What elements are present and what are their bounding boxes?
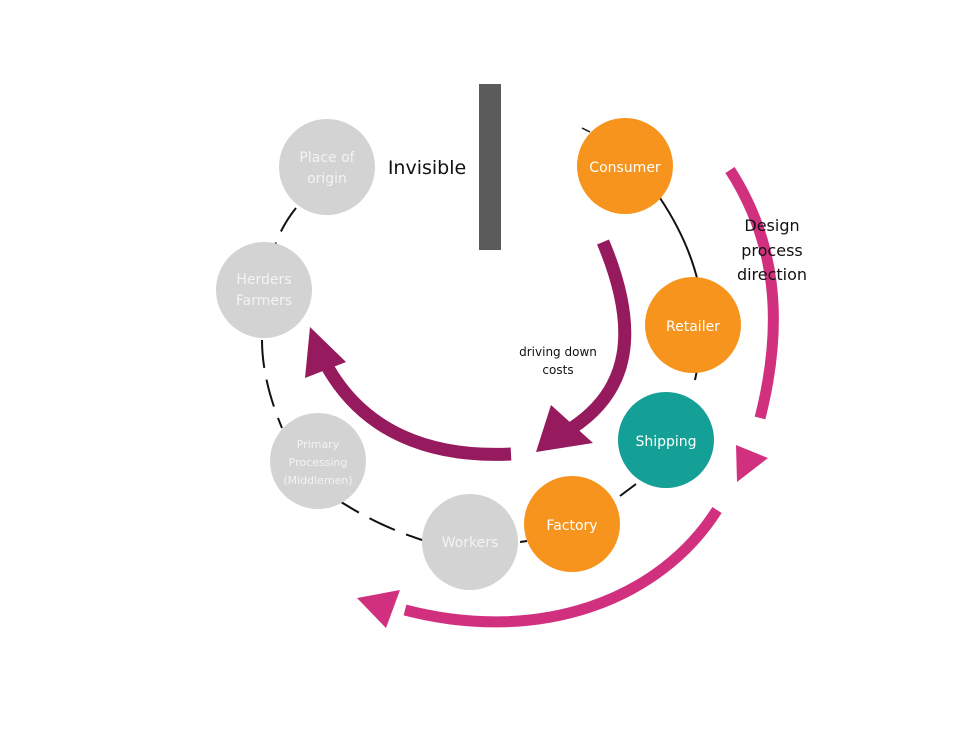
design-direction-label-line2: process xyxy=(741,241,802,260)
design-direction-arrow-lower-head xyxy=(357,590,400,628)
design-direction-label-line1: Design xyxy=(744,216,799,235)
node-consumer-label: Consumer xyxy=(589,160,661,176)
driving-costs-arrow-head xyxy=(536,405,593,452)
node-herders-farmers: Herders Farmers xyxy=(216,242,312,338)
node-retailer: Retailer xyxy=(645,277,741,373)
node-retailer-label: Retailer xyxy=(666,319,720,335)
node-shipping: Shipping xyxy=(618,392,714,488)
node-workers-label: Workers xyxy=(442,535,499,551)
design-direction-arrow-upper xyxy=(725,167,779,420)
node-place-of-origin-line2: origin xyxy=(307,171,347,187)
node-place-of-origin-line1: Place of xyxy=(299,150,355,166)
design-direction-arrow-lower xyxy=(403,507,722,628)
node-factory-label: Factory xyxy=(546,518,597,534)
node-workers: Workers xyxy=(422,494,518,590)
node-herders-farmers-line1: Herders xyxy=(236,272,291,288)
design-direction-arrow-upper-head xyxy=(736,445,768,482)
node-shipping-label: Shipping xyxy=(635,434,696,450)
design-direction-label-line3: direction xyxy=(737,265,807,284)
node-primary-processing-line1: Primary xyxy=(297,438,340,451)
return-arrow-shaft xyxy=(322,364,512,461)
invisible-label: Invisible xyxy=(388,157,466,179)
return-arrow-head xyxy=(305,327,346,378)
node-primary-processing-line2: Processing xyxy=(289,456,348,469)
visibility-divider-bar xyxy=(479,84,501,250)
driving-costs-label-line1: driving down xyxy=(519,345,597,359)
node-primary-processing: Primary Processing (Middlemen) xyxy=(270,413,366,509)
node-place-of-origin: Place of origin xyxy=(279,119,375,215)
driving-costs-label-line2: costs xyxy=(542,363,573,377)
cycle-tick-top xyxy=(581,127,591,133)
node-primary-processing-line3: (Middlemen) xyxy=(283,474,352,487)
cycle-solid-path-upper xyxy=(659,197,699,283)
driving-costs-arrow-shaft xyxy=(568,239,632,434)
node-factory: Factory xyxy=(524,476,620,572)
node-consumer: Consumer xyxy=(577,118,673,214)
node-herders-farmers-line2: Farmers xyxy=(236,293,292,309)
